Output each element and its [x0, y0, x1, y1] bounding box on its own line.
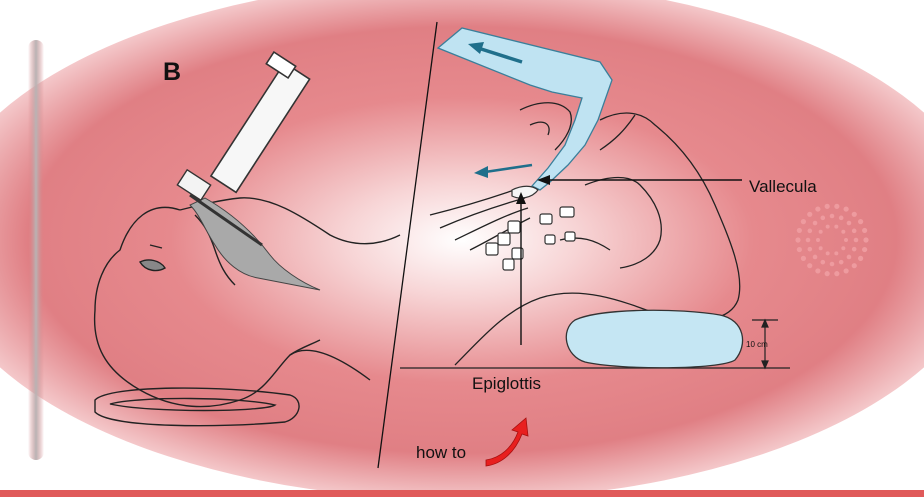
left-side-bar [28, 40, 44, 460]
bottom-bar [0, 490, 924, 497]
left-laryngoscope [176, 50, 311, 247]
cartilage-rings [485, 185, 576, 271]
right-laryngoscope-blade [436, 27, 613, 191]
measure-indicator [752, 318, 778, 370]
epiglottis-arrowhead [516, 192, 526, 204]
pillow [565, 309, 744, 369]
panel-divider [377, 21, 438, 469]
how-to-link[interactable]: how to [416, 443, 466, 462]
vallecula-label: Vallecula [749, 177, 817, 196]
curved-arrow-icon[interactable] [485, 417, 529, 467]
left-tongue-shape [189, 197, 321, 291]
epiglottis-label: Epiglottis [472, 374, 541, 393]
panel-label: B [163, 58, 181, 86]
measure-label: 10 cm [746, 340, 768, 349]
vallecula-arrowhead [537, 175, 550, 185]
left-head-illustration [93, 197, 401, 427]
dotted-circle-icon [795, 203, 869, 277]
